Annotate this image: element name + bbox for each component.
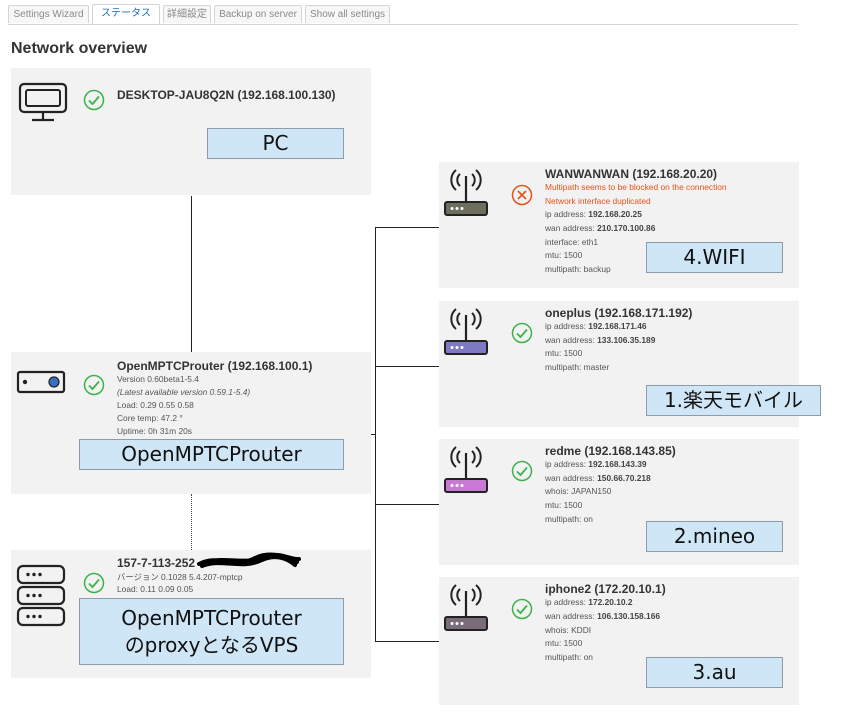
connector-router-bus <box>371 434 376 435</box>
ok-status-icon <box>83 374 105 396</box>
wan3-mtu: mtu: 1500 <box>545 500 583 510</box>
wan1-mtu: mtu: 1500 <box>545 250 583 260</box>
wan3-whois: whois: JAPAN150 <box>545 486 612 496</box>
wan1-label: 4.WIFI <box>646 242 783 273</box>
wan3-ip: ip address: 192.168.143.39 <box>545 459 647 469</box>
ok-status-icon <box>511 460 533 482</box>
tab-show-all-settings[interactable]: Show all settings <box>305 5 390 23</box>
vps-version: バージョン 0.1028 5.4.207-mptcp <box>117 572 243 582</box>
ok-status-icon <box>511 598 533 620</box>
router-icon <box>16 370 66 394</box>
router-core-temp: Core temp: 47.2 ° <box>117 413 183 423</box>
wan1-ip: ip address: 192.168.20.25 <box>545 209 642 219</box>
wan4-header: iphone2 (172.20.10.1) <box>545 582 666 596</box>
wan3-label: 2.mineo <box>646 521 783 552</box>
pc-label: PC <box>207 128 344 159</box>
pc-header: DESKTOP-JAU8Q2N (192.168.100.130) <box>117 88 336 102</box>
router-version: Version 0.60beta1-5.4 <box>117 374 199 384</box>
wan-card-redme: redme (192.168.143.85) ip address: 192.1… <box>439 439 799 565</box>
tab-advanced-settings[interactable]: 詳細設定 <box>163 5 211 23</box>
router-label: OpenMPTCProuter <box>79 439 344 470</box>
ok-status-icon <box>83 572 105 594</box>
ok-status-icon <box>83 89 105 111</box>
connector-wan4 <box>375 641 439 642</box>
vps-load: Load: 0.11 0.09 0.05 <box>117 584 194 594</box>
wan2-multipath: multipath: master <box>545 362 610 372</box>
wan2-label: 1.楽天モバイル <box>646 385 821 416</box>
wan2-ip: ip address: 192.168.171.46 <box>545 321 647 331</box>
redaction-scribble <box>197 552 301 568</box>
wan3-multipath: multipath: on <box>545 514 593 524</box>
wan-card-wanwanwan: WANWANWAN (192.168.20.20) Multipath seem… <box>439 162 799 288</box>
wan1-multipath: multipath: backup <box>545 264 611 274</box>
wan2-header: oneplus (192.168.171.192) <box>545 306 693 320</box>
pc-card: DESKTOP-JAU8Q2N (192.168.100.130) PC <box>11 68 371 195</box>
connector-pc-router <box>191 196 192 353</box>
wan4-whois: whois: KDDI <box>545 625 592 635</box>
wan1-header: WANWANWAN (192.168.20.20) <box>545 167 718 181</box>
connector-wan2 <box>375 366 439 367</box>
wan4-wan-address: wan address: 106.130.158.166 <box>545 611 661 621</box>
vps-card: 157-7-113-252 バージョン 0.1028 5.4.207-mptcp… <box>11 550 371 678</box>
wan1-warning-multipath: Multipath seems to be blocked on the con… <box>545 182 727 192</box>
wan2-mtu: mtu: 1500 <box>545 348 583 358</box>
wan-card-oneplus: oneplus (192.168.171.192) ip address: 19… <box>439 301 821 427</box>
vps-label-line2: のproxyとなるVPS <box>124 633 299 657</box>
connector-wan3 <box>375 504 439 505</box>
tab-bar: Settings Wizard ステータス 詳細設定 Backup on ser… <box>8 4 798 25</box>
ok-status-icon <box>511 322 533 344</box>
wan4-ip: ip address: 172.20.10.2 <box>545 597 633 607</box>
wifi-router-icon <box>444 446 488 493</box>
wifi-router-icon <box>444 584 488 631</box>
wan4-mtu: mtu: 1500 <box>545 638 583 648</box>
wifi-router-icon <box>444 169 488 216</box>
wan1-wan-address: wan address: 210.170.100.86 <box>545 223 656 233</box>
connector-wan1 <box>375 227 439 228</box>
router-header: OpenMPTCProuter (192.168.100.1) <box>117 359 313 373</box>
vps-label-line1: OpenMPTCProuter <box>121 606 302 630</box>
tab-backup-on-server[interactable]: Backup on server <box>214 5 302 23</box>
router-uptime: Uptime: 0h 31m 20s <box>117 426 192 436</box>
wan4-multipath: multipath: on <box>545 652 593 662</box>
vps-header: 157-7-113-252 <box>117 556 196 570</box>
wan-card-iphone2: iphone2 (172.20.10.1) ip address: 172.20… <box>439 577 799 705</box>
tab-status[interactable]: ステータス <box>92 4 160 24</box>
wan3-wan-address: wan address: 150.66.70.218 <box>545 473 651 483</box>
wifi-router-icon <box>444 308 488 355</box>
wan4-label: 3.au <box>646 657 783 688</box>
wan2-wan-address: wan address: 133.106.35.189 <box>545 335 656 345</box>
router-card: OpenMPTCProuter (192.168.100.1) Version … <box>11 352 371 494</box>
page-title: Network overview <box>11 40 148 57</box>
tab-settings-wizard[interactable]: Settings Wizard <box>8 5 89 23</box>
connector-router-vps <box>191 494 192 550</box>
wan1-interface: interface: eth1 <box>545 237 599 247</box>
monitor-icon <box>18 82 68 122</box>
router-load: Load: 0.29 0.55 0.58 <box>117 400 194 410</box>
error-status-icon <box>511 184 533 206</box>
server-icon <box>16 564 66 627</box>
router-latest-version: (Latest available version 0.59.1-5.4) <box>117 387 251 397</box>
wan3-header: redme (192.168.143.85) <box>545 444 676 458</box>
vps-label: OpenMPTCProuter のproxyとなるVPS <box>79 598 344 665</box>
wan1-warning-duplicate: Network interface duplicated <box>545 196 651 206</box>
